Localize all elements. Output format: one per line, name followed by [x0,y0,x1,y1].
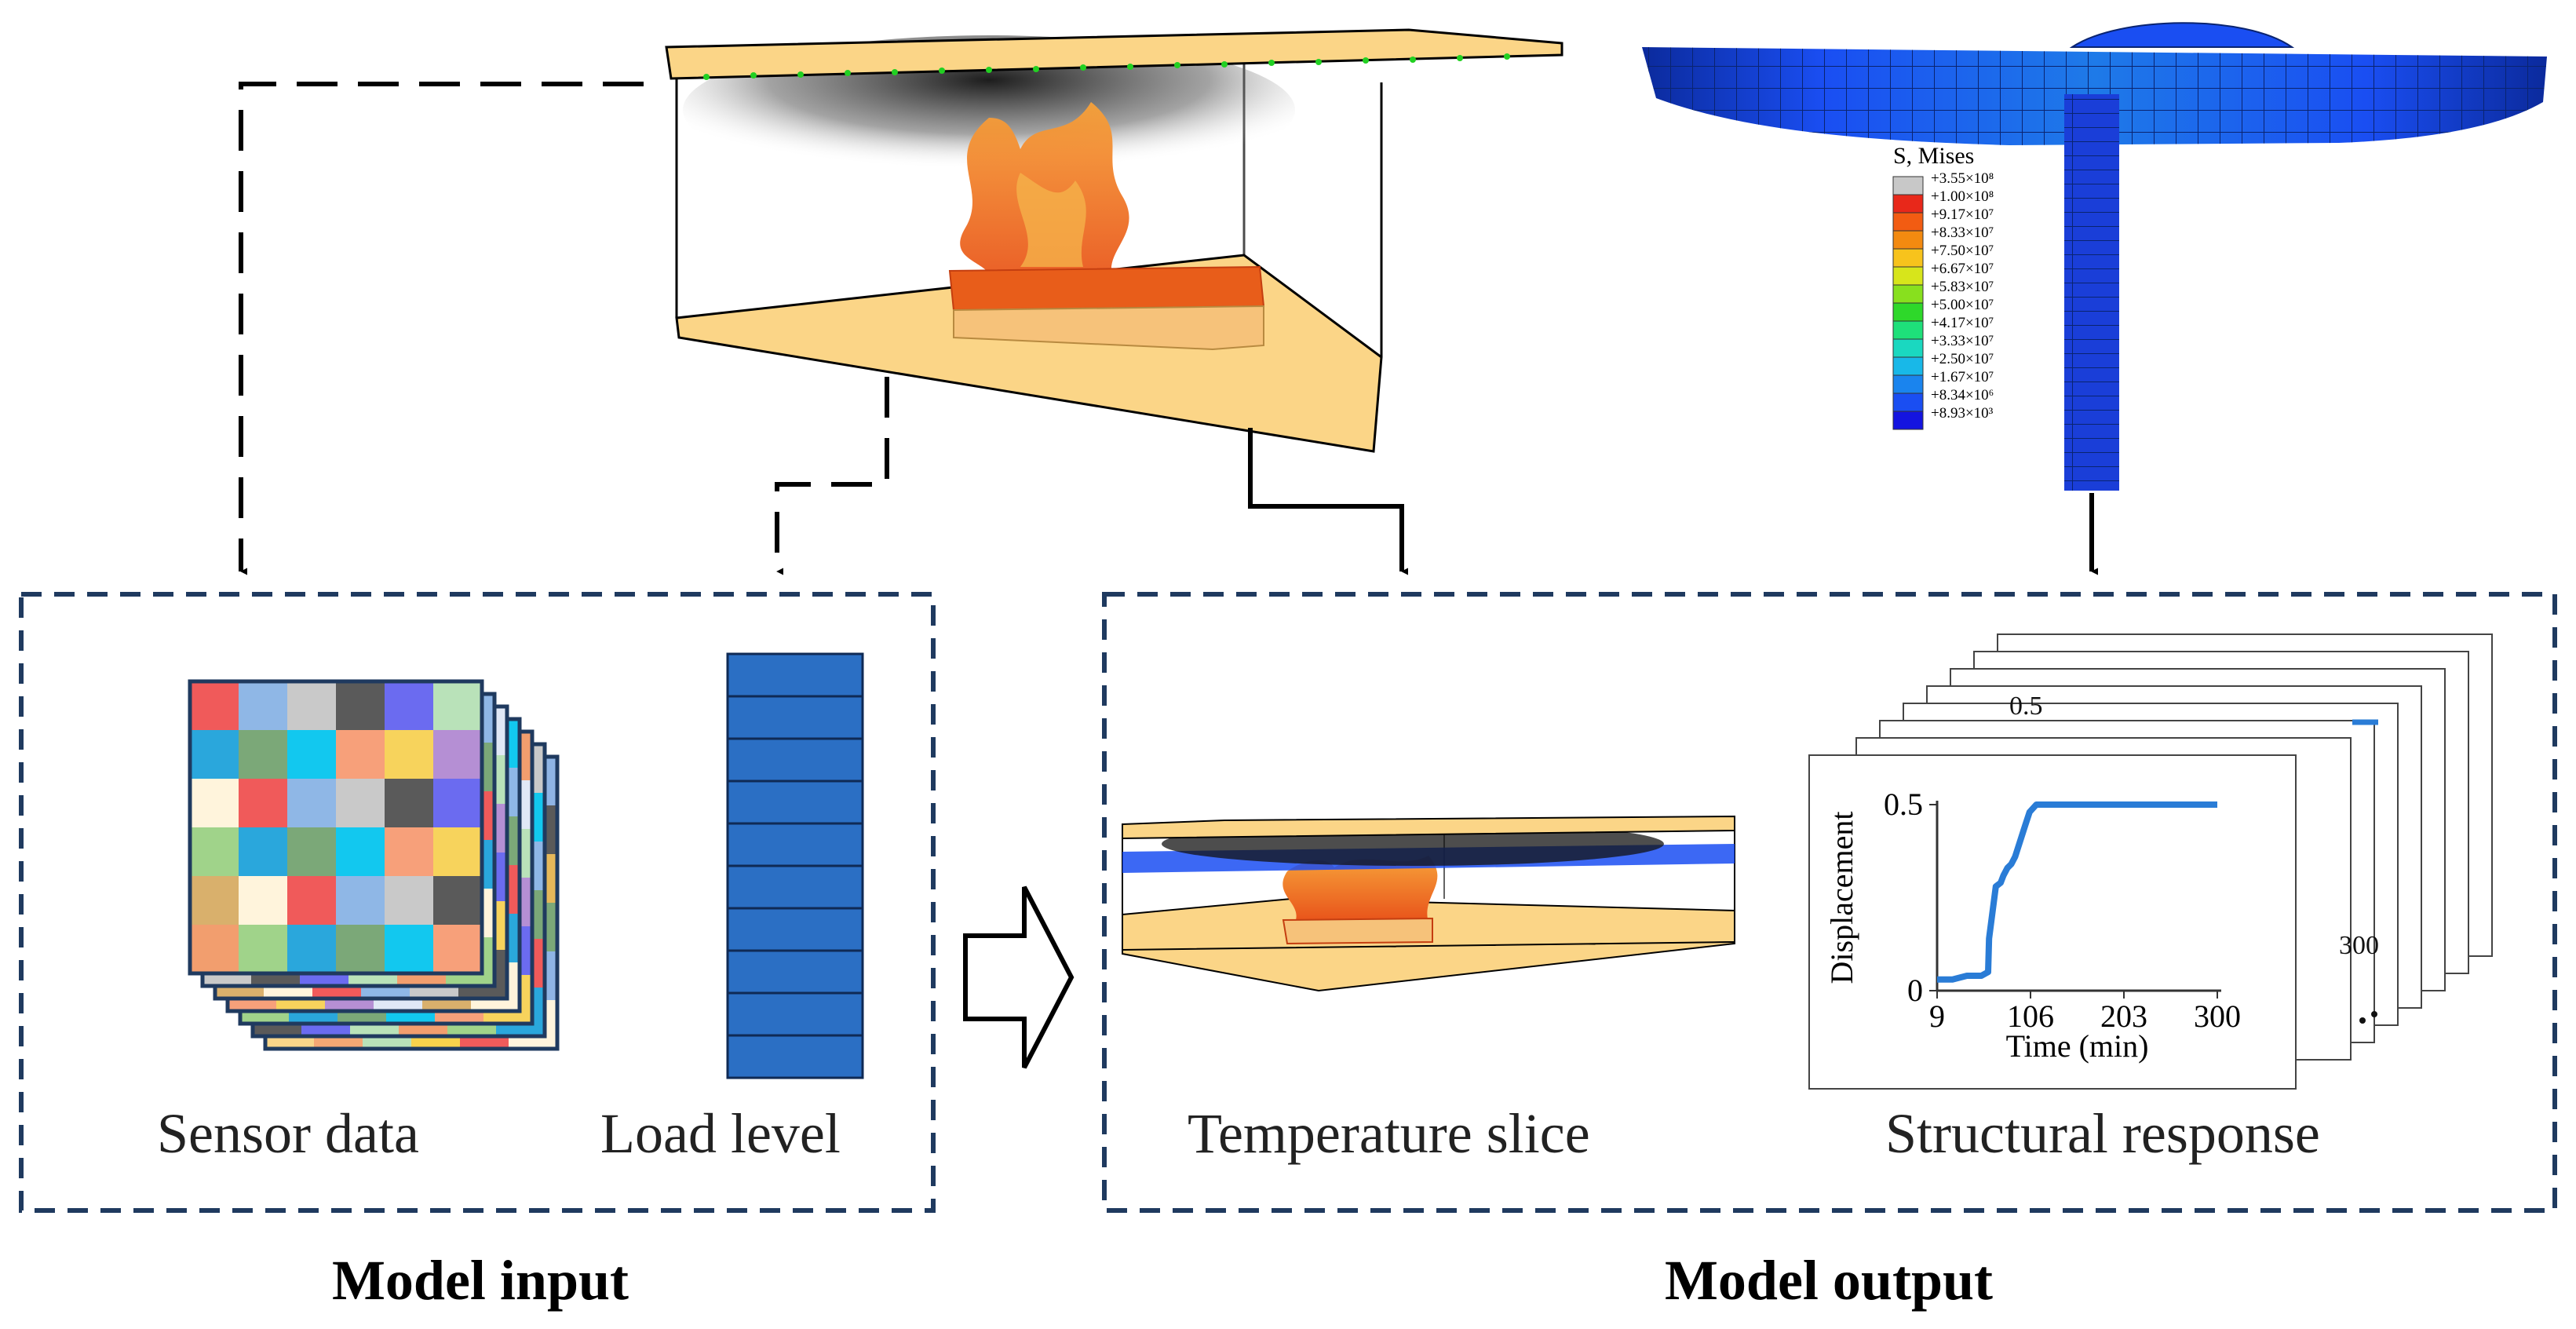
stress-legend-title: S, Mises [1893,143,1974,169]
model-output-title: Model output [1665,1249,1993,1312]
legend-swatch [1892,302,1924,322]
legend-value: +8.34×10⁶ [1931,387,1994,403]
legend-swatch [1892,194,1924,214]
legend-value: +2.50×10⁷ [1931,351,1994,367]
legend-swatch [1892,411,1924,430]
load-cell [726,652,864,698]
legend-swatch [1892,284,1924,304]
load-level-bar [726,652,864,1079]
load-cell [726,822,864,867]
temperature-slice-caption: Temperature slice [1188,1102,1590,1165]
load-cell [726,1034,864,1079]
fire-flames [960,102,1129,290]
temperature-slice-model [1122,815,1735,992]
sensor-frame [188,679,484,976]
sensor-arrow [239,82,644,575]
legend-swatch [1892,356,1924,376]
legend-value: +6.67×10⁷ [1931,261,1994,277]
front-plot-card [1808,754,2297,1090]
legend-value: +5.00×10⁷ [1931,297,1994,313]
load-arrow [775,377,889,575]
legend-swatch [1892,230,1924,250]
x-tick-label: 9 [1929,999,1945,1034]
legend-value: +7.50×10⁷ [1931,243,1994,259]
x-tick-label: 300 [2194,999,2241,1034]
legend-value: +1.67×10⁷ [1931,369,1994,385]
legend-swatch [1892,392,1924,412]
displacement-series-line [1937,801,2217,983]
x-axis-label: Time (min) [2006,1028,2149,1064]
legend-value: +5.83×10⁷ [1931,279,1994,295]
legend-swatch [1892,338,1924,358]
sensor-data-caption: Sensor data [157,1102,419,1165]
x-tick-label: 106 [2007,999,2054,1034]
legend-value: +3.55×10⁸ [1931,170,1994,187]
fe-bulge [2069,22,2295,48]
transform-arrow [963,885,1075,1069]
y-tick-label: 0.5 [1884,787,1923,822]
model-input-title: Model input [332,1249,629,1312]
ceiling-slab [665,28,1563,80]
y-axis-label: Displacement [1824,812,1859,984]
legend-swatch [1892,374,1924,394]
ceiling-sensors [703,53,1510,80]
load-cell [726,991,864,1037]
legend-value: +1.00×10⁸ [1931,188,1994,205]
output-panel-frame [1102,592,2557,1213]
load-cell [726,695,864,740]
back-plot-y-tick: 0.5 [2009,692,2043,721]
finite-element-model: S, Mises +3.55×10⁸+1.00×10⁸+9.17×10⁷ +8.3… [1642,22,2547,491]
connector-arrows [239,82,2099,575]
input-panel-frame [19,592,936,1213]
load-cell [726,907,864,952]
legend-swatch [1892,248,1924,268]
back-plot-x-tick: 300 [2339,931,2379,960]
stress-legend: S, Mises +3.55×10⁸+1.00×10⁸+9.17×10⁷ +8.3… [1892,143,1994,430]
load-cell [726,949,864,995]
legend-swatch [1892,320,1924,340]
y-tick-label: 0 [1907,973,1923,1008]
legend-value: +8.33×10⁷ [1931,225,1994,241]
structural-response-caption: Structural response [1885,1102,2320,1165]
legend-value: +3.33×10⁷ [1931,333,1994,349]
temperature-arrow [1248,428,1409,575]
legend-swatch [1892,176,1924,195]
load-cell [726,780,864,825]
legend-value: +9.17×10⁷ [1931,206,1994,223]
fire-compartment-model [665,28,1563,453]
legend-value: +8.93×10³ [1931,405,1994,422]
load-level-caption: Load level [600,1102,841,1165]
sensor-data-stack [188,679,560,1051]
load-cell [726,737,864,783]
load-cell [726,864,864,910]
legend-swatch [1892,212,1924,232]
legend-value: +4.17×10⁷ [1931,315,1994,331]
fuel-bed [948,265,1265,312]
legend-swatch [1892,266,1924,286]
x-tick-label: 203 [2100,999,2147,1034]
